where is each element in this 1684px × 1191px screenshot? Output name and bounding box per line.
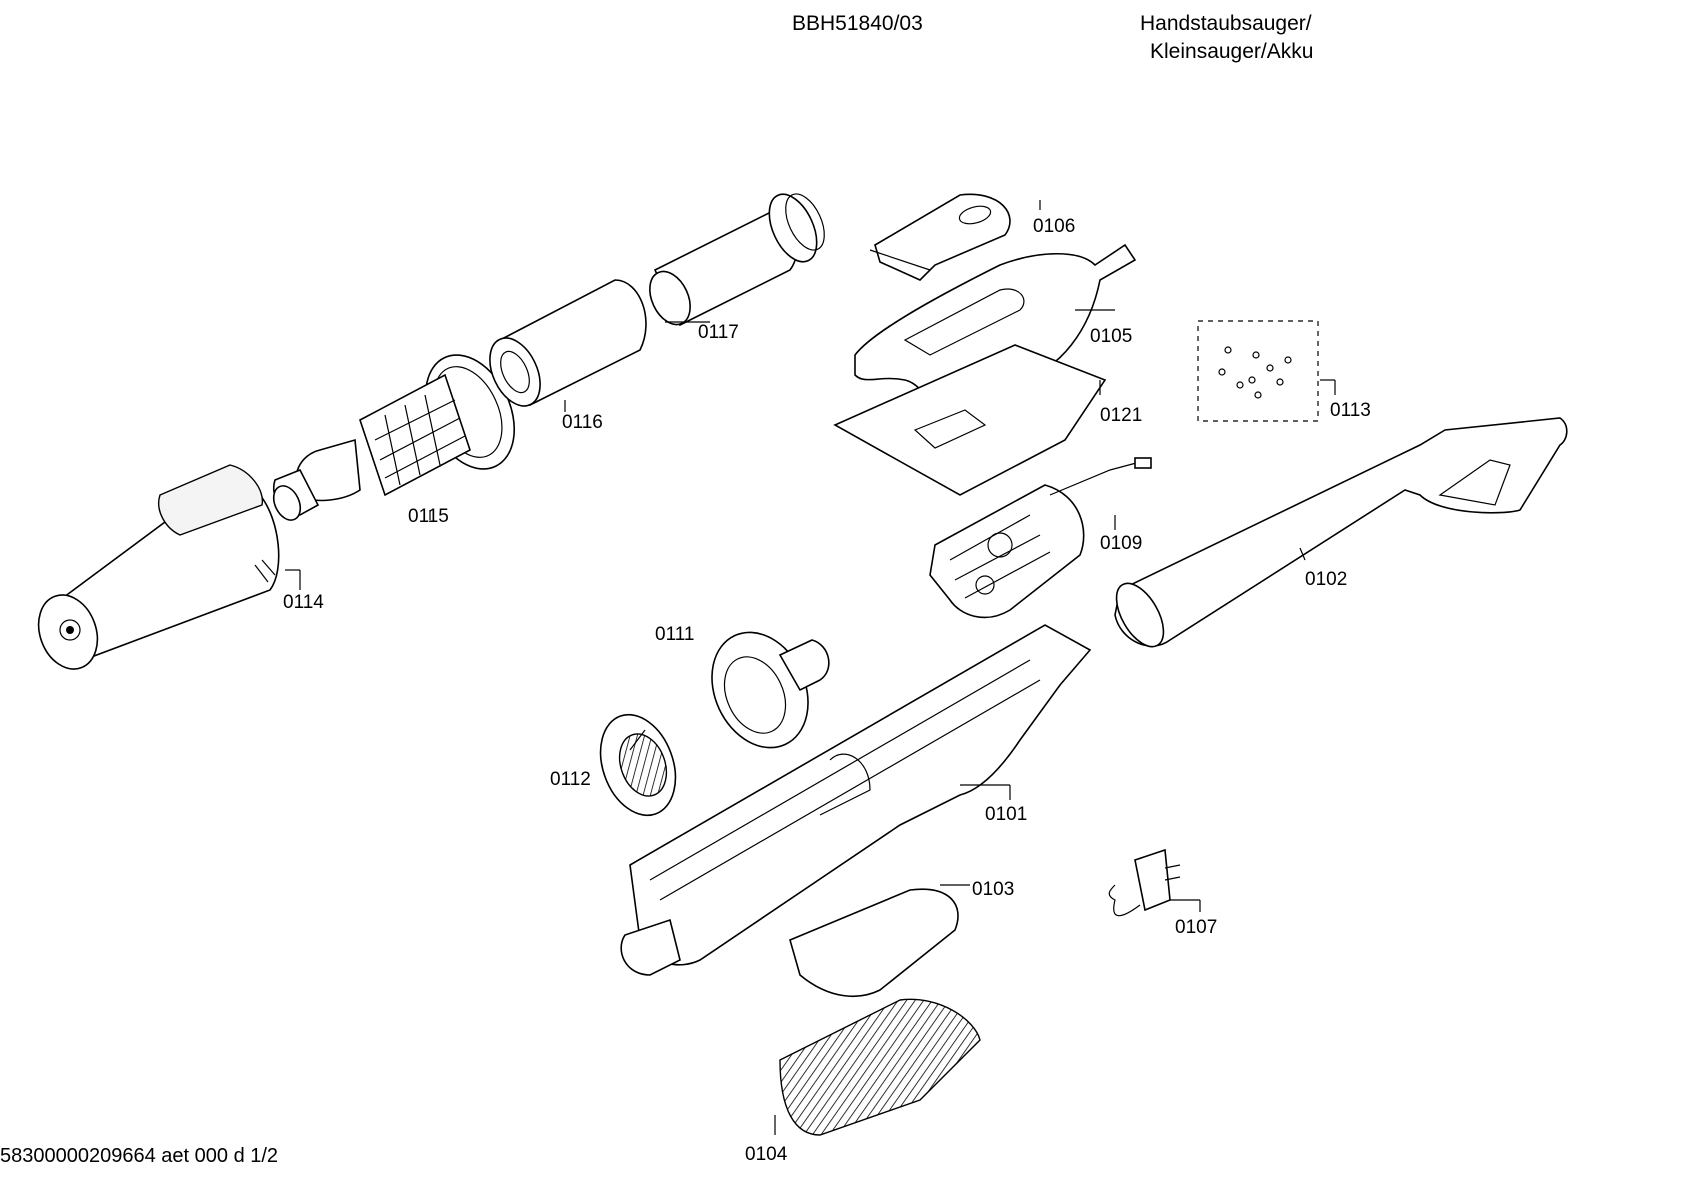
label-0116: 0116 [562, 412, 603, 433]
part-0121-pad[interactable] [833, 344, 1107, 496]
label-0101: 0101 [985, 804, 1027, 825]
model-number: BBH51840/03 [792, 12, 923, 35]
title-line-2: Kleinsauger/Akku [1150, 40, 1314, 63]
label-0106: 0106 [1033, 216, 1075, 237]
label-0102: 0102 [1305, 569, 1347, 590]
label-0109: 0109 [1100, 533, 1142, 554]
label-0113: 0113 [1330, 400, 1371, 421]
part-0107-charger[interactable] [1108, 848, 1181, 917]
part-labels: 0106 0117 0116 0105 0121 0113 0115 0114 … [283, 216, 1371, 1165]
part-0114-dust-container[interactable] [29, 464, 280, 677]
label-0112: 0112 [550, 769, 591, 790]
part-0112-filter-disc[interactable] [587, 704, 688, 826]
part-0104-base-plate[interactable] [779, 998, 981, 1136]
document-code: 58300000209664 aet 000 d 1/2 [0, 1145, 279, 1167]
label-0117: 0117 [698, 322, 739, 343]
label-0105: 0105 [1090, 326, 1132, 347]
label-0121: 0121 [1100, 405, 1142, 426]
part-0116-filter-tube[interactable] [480, 279, 647, 414]
part-0105-handle-upper[interactable] [854, 243, 1137, 421]
part-0109-motor-unit[interactable] [929, 457, 1152, 619]
part-0117-filter-sleeve[interactable] [642, 187, 832, 331]
part-0101-main-housing[interactable] [620, 624, 1092, 976]
part-0115-filter-cage[interactable] [269, 341, 532, 525]
label-0115: 0115 [408, 506, 449, 527]
label-0104: 0104 [745, 1144, 788, 1165]
part-0103-battery-pad[interactable] [789, 888, 959, 998]
label-0114: 0114 [283, 592, 324, 613]
label-0107: 0107 [1175, 917, 1217, 938]
part-0102-handle-arm[interactable] [1107, 417, 1568, 654]
label-0103: 0103 [972, 879, 1014, 900]
label-0111: 0111 [655, 624, 694, 645]
title-line-1: Handstaubsauger/ [1140, 12, 1312, 35]
leader-lines [285, 200, 1336, 1135]
part-0113-screws[interactable] [1197, 320, 1319, 422]
part-0106-handle-cover[interactable] [869, 193, 1011, 281]
part-0111-motor-fan[interactable] [694, 617, 830, 764]
